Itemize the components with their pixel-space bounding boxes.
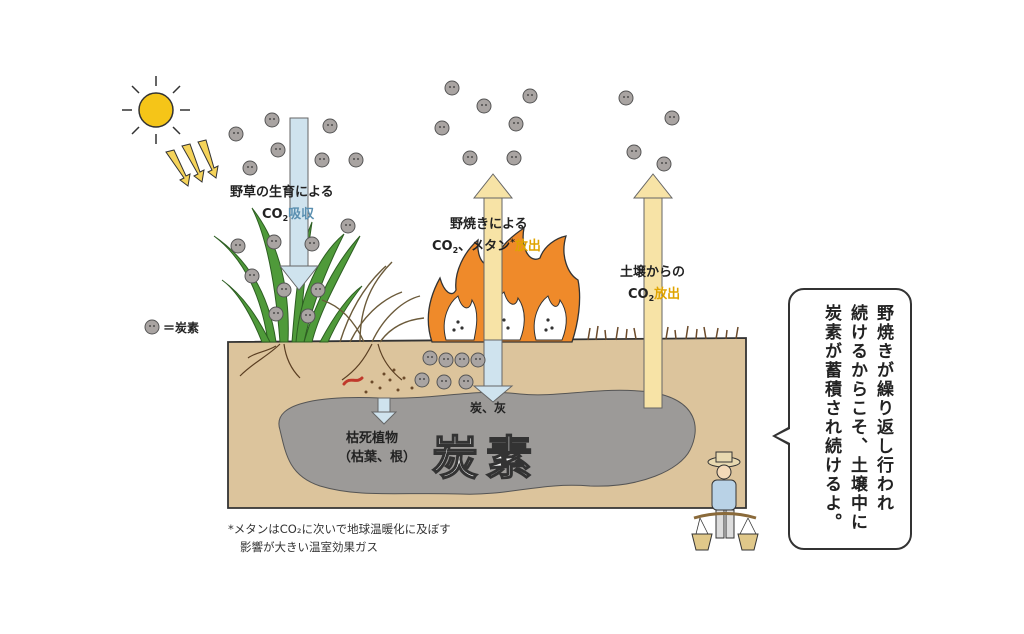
organic-debris	[364, 368, 414, 394]
sun-icon	[122, 76, 190, 144]
footnote: *メタンはCO₂に次いで地球温暖化に及ぼす 影響が大きい温室効果ガス	[228, 520, 451, 556]
burn-release-arrow	[472, 173, 514, 341]
footnote-line1: *メタンはCO₂に次いで地球温暖化に及ぼす	[228, 522, 451, 536]
grass-absorb-label-line1: 野草の生育による	[230, 184, 334, 200]
legend-carbon-particle-icon	[144, 319, 160, 335]
soil-release-arrow	[632, 173, 674, 409]
burn-label-line1: 野焼きによる	[450, 216, 528, 232]
grass-absorb-label-line2: CO2吸収	[262, 207, 315, 223]
dead-plant-arrow	[370, 397, 398, 425]
fire-icon	[427, 226, 581, 343]
soil-label-line2: CO2放出	[628, 286, 680, 303]
footnote-line2: 影響が大きい温室効果ガス	[240, 540, 378, 554]
absorb-arrow	[278, 117, 320, 291]
legend-label: ＝炭素	[163, 320, 199, 335]
dry-grass	[321, 261, 425, 343]
soil-label-line1: 土壌からの	[620, 264, 685, 280]
sunlight-arrows-icon	[165, 139, 219, 187]
speech-bubble: 野焼きが繰り返し行われ 続けるからこそ、土壌中に 炭素が蓄積され続けるよ。	[788, 288, 912, 550]
burn-label-line2: CO2、メタン*放出	[432, 238, 541, 255]
speech-bubble-text: 野焼きが繰り返し行われ 続けるからこそ、土壌中に 炭素が蓄積され続けるよ。	[821, 304, 893, 532]
speech-bubble-tail-inner	[776, 429, 790, 443]
dead-plants-label-line1: 枯死植物	[346, 430, 398, 446]
charcoal-ash-label: 炭、灰	[470, 400, 506, 415]
worm-icon	[342, 376, 364, 386]
stubble	[587, 325, 739, 341]
roots	[239, 343, 403, 381]
carbon-big-label: 炭素	[432, 431, 540, 485]
dead-plants-label-line2: （枯葉、根）	[338, 449, 416, 465]
farmer-icon	[691, 451, 759, 551]
